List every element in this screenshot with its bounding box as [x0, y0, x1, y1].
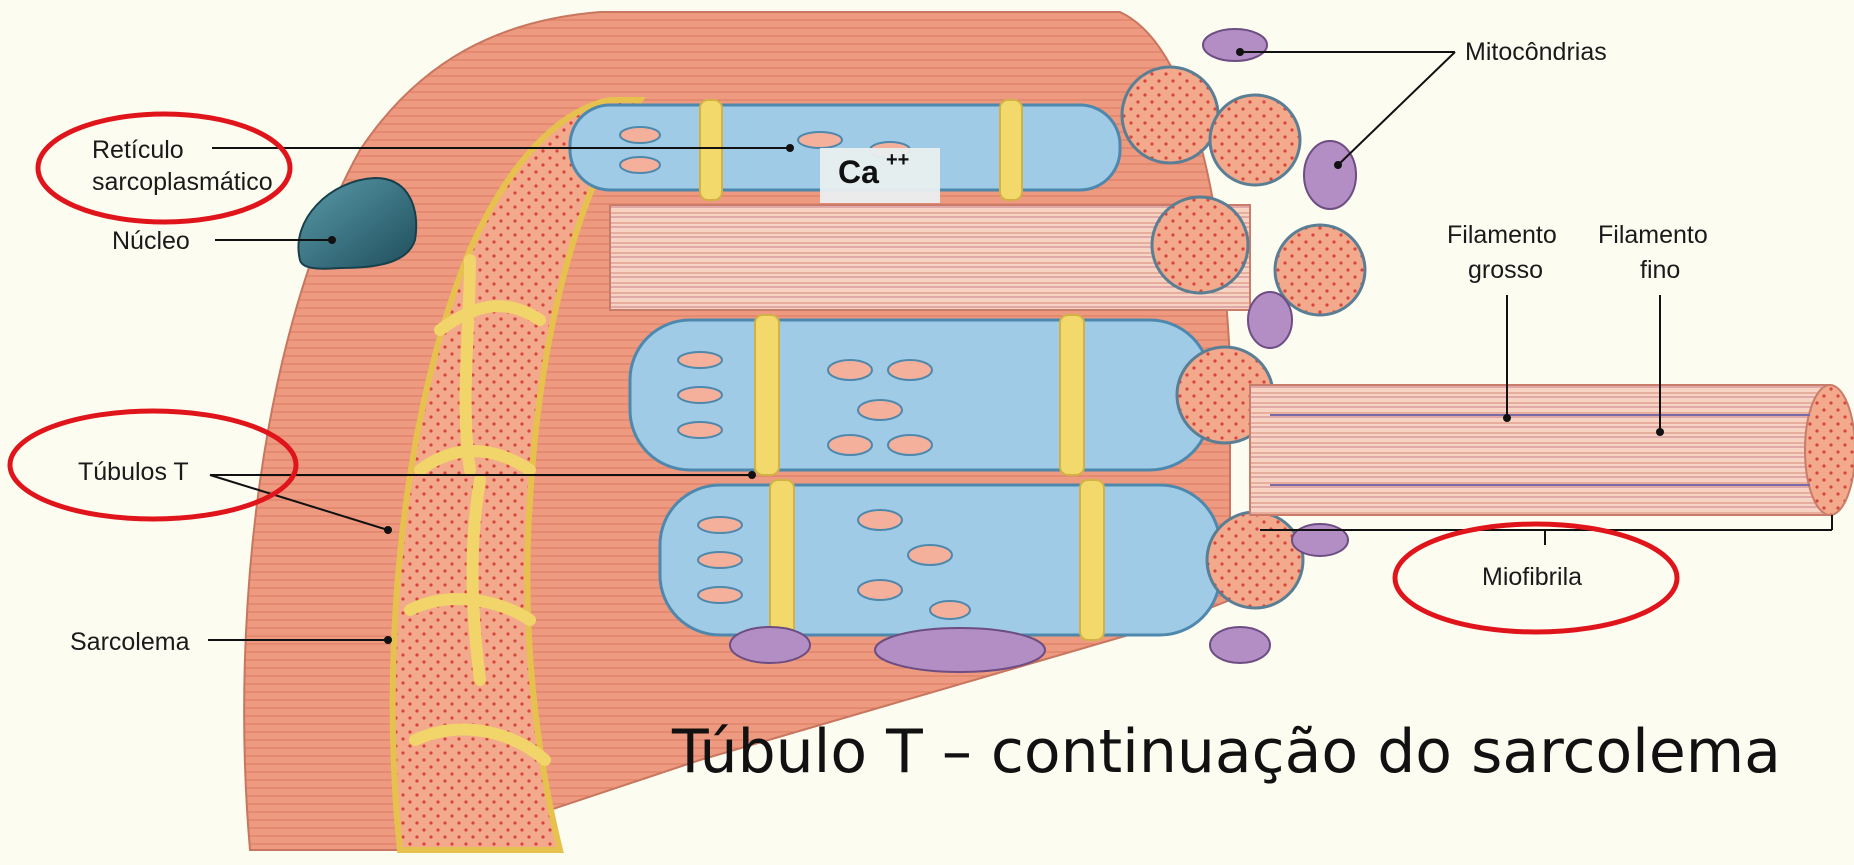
label-filamento-fino-1: Filamento	[1598, 221, 1708, 249]
label-nucleo: Núcleo	[112, 227, 190, 255]
nucleus-shape	[298, 178, 416, 269]
calcium-symbol: Ca	[838, 154, 879, 190]
label-filamento-grosso-1: Filamento	[1447, 221, 1557, 249]
label-miofibrila: Miofibrila	[1482, 563, 1582, 591]
calcium-charge: ++	[886, 149, 909, 171]
label-filamento-fino-2: fino	[1640, 256, 1680, 284]
label-mitocondrias: Mitocôndrias	[1465, 38, 1607, 66]
label-sarcolema: Sarcolema	[70, 628, 190, 656]
label-reticulo-line1: Retículo	[92, 136, 184, 164]
slide-caption: Túbulo T – continuação do sarcolema	[671, 717, 1781, 787]
label-reticulo-line2: sarcoplasmático	[92, 168, 273, 196]
label-filamento-grosso-2: grosso	[1468, 256, 1543, 284]
protruding-myofibril	[1250, 385, 1854, 515]
label-tubulos-t: Túbulos T	[78, 458, 189, 486]
